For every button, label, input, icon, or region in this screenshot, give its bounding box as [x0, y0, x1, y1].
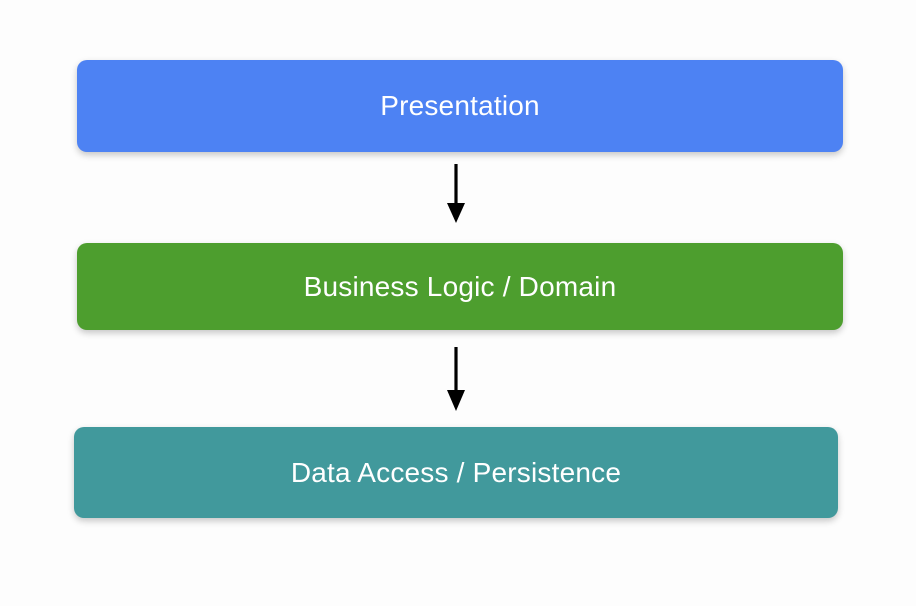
- arrow-business-to-data: [447, 347, 465, 411]
- arrow-presentation-to-business: [447, 164, 465, 223]
- layer-box-data[interactable]: Data Access / Persistence: [74, 427, 838, 518]
- layer-label-business: Business Logic / Domain: [303, 270, 617, 302]
- layer-box-presentation[interactable]: Presentation: [77, 60, 843, 152]
- layer-label-data: Data Access / Persistence: [290, 456, 622, 488]
- layer-label-presentation: Presentation: [380, 90, 540, 121]
- layer-box-business[interactable]: Business Logic / Domain: [77, 243, 843, 330]
